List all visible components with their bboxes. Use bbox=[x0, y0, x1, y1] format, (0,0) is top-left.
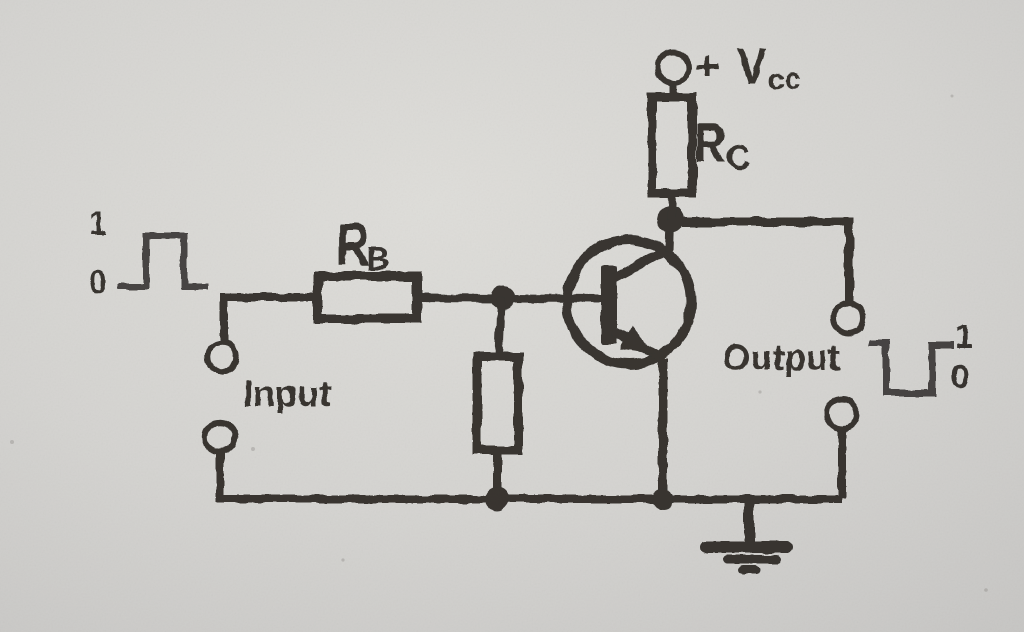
input-logic-0-label: 0 bbox=[89, 264, 107, 300]
input-top-wire bbox=[220, 293, 318, 344]
transistor-base-bar bbox=[601, 266, 617, 344]
ground-symbol bbox=[700, 499, 794, 575]
input-label: Input bbox=[243, 373, 331, 414]
transistor-emitter-arrow bbox=[619, 326, 655, 354]
input-pulse-waveform bbox=[118, 232, 208, 290]
rc-subscript: C bbox=[726, 139, 751, 177]
pulldown-top-wire bbox=[495, 297, 505, 359]
schematic-ink: 1 0 Input R B bbox=[89, 38, 974, 575]
input-logic-1-label: 1 bbox=[89, 205, 107, 241]
rail-junction-left-dot bbox=[485, 487, 509, 511]
vcc-label: V bbox=[737, 38, 766, 96]
output-logic-0-label: 0 bbox=[951, 358, 970, 396]
rb-label: R bbox=[336, 213, 370, 278]
emitter-rail-junction-dot bbox=[652, 488, 674, 510]
output-label: Output bbox=[722, 337, 840, 378]
rb-subscript: B bbox=[366, 240, 390, 277]
output-terminal-top bbox=[830, 300, 866, 336]
resistor-rb-symbol bbox=[313, 271, 422, 324]
rc-label: R bbox=[694, 111, 726, 174]
vcc-subscript: cc bbox=[768, 63, 801, 96]
input-terminal-top bbox=[204, 339, 240, 375]
vcc-terminal bbox=[654, 49, 692, 87]
paper-specks bbox=[10, 94, 988, 592]
transistor-body-circle bbox=[562, 235, 696, 369]
npn-transistor-symbol bbox=[562, 235, 696, 369]
output-top-wire bbox=[670, 217, 854, 303]
transistor-collector-lead bbox=[608, 245, 672, 284]
vcc-plus-sign: + bbox=[695, 42, 720, 89]
output-pulse-waveform bbox=[868, 339, 953, 397]
bottom-rail-wire bbox=[216, 452, 842, 503]
output-logic-1-label: 1 bbox=[955, 318, 974, 356]
